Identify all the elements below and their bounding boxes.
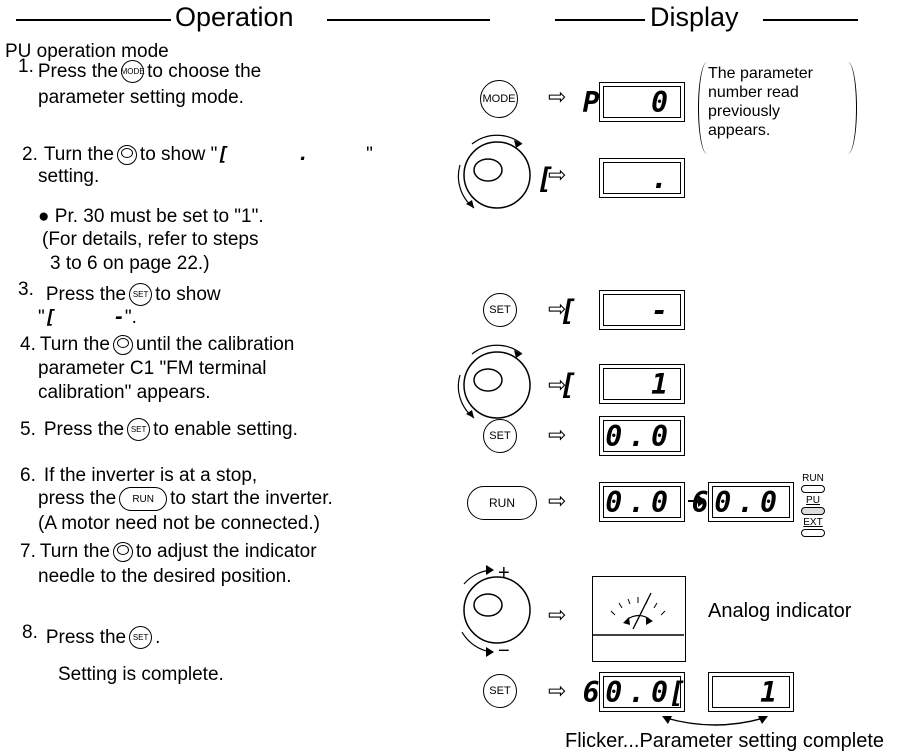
note-bullet: ● Pr. 30 must be set to "1". [38,206,264,227]
dial-icon [112,334,133,355]
display-header: Display [650,2,739,32]
step-4-line-3: calibration" appears. [38,382,211,403]
small-arrow-head [698,495,706,507]
mode-key-icon: MODE [121,60,145,84]
dial-icon [116,144,137,165]
note-left-paren [698,62,713,154]
analog-indicator [592,576,686,662]
lcd-display: 0.0 [599,482,685,522]
set-key-icon: SET [129,626,153,650]
flicker-arrow-icon [662,716,768,726]
note-right-paren [842,62,857,154]
setting-dial-icon [457,134,531,209]
set-key-icon: SET [129,283,153,307]
lcd-display: [ 1 [669,672,794,712]
note-line-2: (For details, refer to steps [42,229,259,250]
lcd-display: P 0 [583,82,685,122]
arrow-icon: ⇨ [548,162,567,187]
arrow-icon: ⇨ [548,488,567,513]
minus-sign: − [498,640,510,662]
run-button: RUN [467,486,537,520]
set-button: SET [483,674,517,708]
arrow-icon: ⇨ [548,678,567,703]
step-6: 6.If the inverter is at a stop, [20,465,258,486]
arrow-icon: ⇨ [548,84,567,109]
parameter-note: The parameter number read previously app… [708,65,813,139]
lcd-display: 60.0 [583,672,685,712]
adjust-dial-icon [461,565,531,657]
step-3-line-2: "[ -". [38,306,137,328]
arrow-icon: ⇨ [548,602,567,627]
step-1-line-2: parameter setting mode. [38,87,244,108]
lcd-display: 0.0 [599,416,685,456]
lcd-display: [ - [560,290,685,330]
operation-header: Operation [175,2,294,32]
lcd-display: [ 1 [560,364,685,404]
mode-indicator-leds: RUN PU EXT [798,473,828,539]
setting-dial-icon [457,344,531,419]
arrow-icon: ⇨ [548,372,567,397]
mode-title: PU operation mode [5,41,169,62]
flicker-label: Flicker...Parameter setting complete [565,730,885,752]
set-button: SET [483,293,517,327]
step-8-line-2: Setting is complete. [58,664,224,685]
lcd-display: [ . [537,158,685,198]
run-key-icon: RUN [119,487,168,511]
note-line-3: 3 to 6 on page 22.) [50,253,210,274]
page-link[interactable]: page 22 [129,253,198,274]
dial-icon [112,541,133,562]
mode-button: MODE [480,80,518,118]
step-4-line-2: parameter C1 "FM terminal [38,358,267,379]
set-button: SET [483,419,517,453]
step-6-line-3: (A motor need not be connected.) [38,513,321,534]
small-arrow-icon [688,500,700,502]
set-key-icon: SET [127,418,151,442]
plus-sign: + [498,562,510,584]
step-7-line-2: needle to the desired position. [38,566,292,587]
lcd-display: 60.0 [692,482,794,522]
arrow-icon: ⇨ [548,296,567,321]
analog-indicator-label: Analog indicator [708,600,852,622]
arrow-icon: ⇨ [548,422,567,447]
step-2-line-2: setting. [38,166,100,187]
